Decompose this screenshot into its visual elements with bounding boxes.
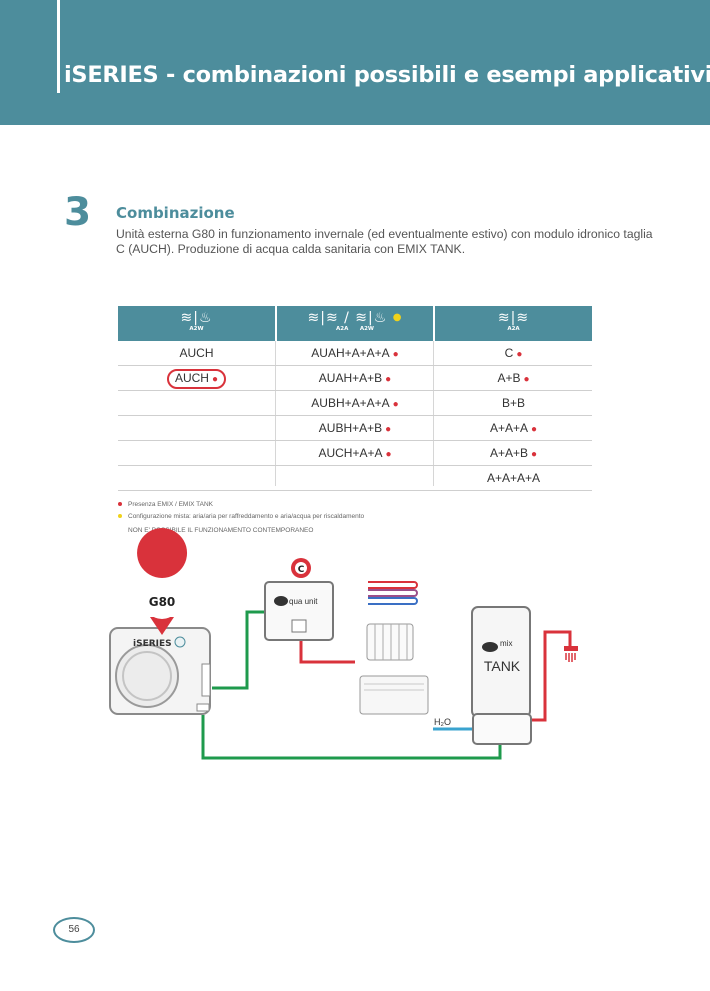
header-sub-label: A2W [189,326,204,332]
page-number: 56 [53,917,95,943]
table-cell: AUBH+A+B● [318,421,392,435]
selected-combination-highlight: AUCH● [166,369,227,389]
aqua-unit: qua unit C [264,558,334,641]
aqua-logo-icon [274,596,288,606]
red-dot-icon: ● [385,449,392,460]
red-dot-icon: ● [385,424,392,435]
table-cell: AUAH+A+B● [318,371,392,385]
emix-logo-icon [482,642,498,652]
table-row: AUCH● AUAH+A+B● A+B● [118,366,592,391]
page-title: iSERIES - combinazioni possibili e esemp… [64,62,710,88]
header-cell-mixed: ≋|≋ / ≋|♨ ● A2A A2W [277,306,433,341]
brand-logo-icon [174,636,186,648]
yellow-dot-icon: ● [392,312,403,323]
red-dot-icon: ● [385,374,392,385]
g80-pin-icon: G80 [137,528,188,635]
tank-label: TANK [484,658,521,674]
table-header: ≋|♨ A2W ≋|≋ / ≋|♨ ● A2A A2W ≋|≋ A2A [118,306,592,341]
table-cell: A+A+B● [489,446,538,460]
table-cell: C● [504,346,523,360]
emix-tank: mix TANK [471,606,532,745]
section-description: Unità esterna G80 in funzionamento inver… [116,227,653,256]
emix-label: mix [500,639,512,648]
legend: Presenza EMIX / EMIX TANK Configurazione… [118,499,364,523]
water-inlet-label: H₂O [434,717,451,727]
table-cell: AUCH [179,346,214,360]
module-badge-label: C [298,565,305,575]
section-number: 3 [64,190,92,235]
outdoor-unit: iSERIES [109,627,211,715]
table-cell: AUAH+A+A+A● [311,346,399,360]
green-pipe-top [212,610,265,690]
table-cell: A+A+A● [489,421,538,435]
red-pipe-dhw [531,630,572,722]
table-row: AUBH+A+B● A+A+A● [118,416,592,441]
table-cell: AUBH+A+A+A● [311,396,399,410]
header-sub-label: A2A [507,326,520,332]
red-dot-icon: ● [392,349,399,360]
table-row: AUCH AUAH+A+A+A● C● [118,341,592,366]
yellow-dot-icon [118,514,122,519]
table-cell: A+B● [497,371,530,385]
table-cell: AUCH● [118,366,275,390]
table-row: A+A+A+A [118,466,592,491]
table-row: AUCH+A+A● A+A+B● [118,441,592,466]
legend-item-red: Presenza EMIX / EMIX TANK [118,499,364,511]
red-dot-icon: ● [523,374,530,385]
g80-label: G80 [149,595,176,609]
red-pipe-heating [299,640,355,664]
header-sub-label: A2A A2W [336,326,374,332]
a2w-icon: ≋|♨ [180,310,213,326]
mixed-icon: ≋|≋ / ≋|♨ ● [307,310,403,326]
underfloor-heating-icon [368,581,418,605]
table-cell: AUCH+A+A● [318,446,392,460]
brand-label: iSERIES [133,639,172,649]
table-row: AUBH+A+A+A● B+B [118,391,592,416]
fan-coil-icon [359,675,429,715]
combination-table: ≋|♨ A2W ≋|≋ / ≋|♨ ● A2A A2W ≋|≋ A2A AUCH… [118,306,592,491]
red-dot-icon: ● [530,449,538,460]
table-cell: B+B [501,396,525,410]
section-title: Combinazione [116,204,235,222]
page-header: iSERIES - combinazioni possibili e esemp… [0,0,710,125]
red-dot-icon [118,502,122,507]
a2a-icon: ≋|≋ [497,310,530,326]
shower-icon [564,646,578,662]
header-cell-a2w: ≋|♨ A2W [118,306,275,341]
table-cell: A+A+A+A [486,471,541,485]
red-dot-icon: ● [516,349,523,360]
header-cell-a2a: ≋|≋ A2A [435,306,592,341]
red-dot-icon: ● [530,424,538,435]
legend-note: NON E' POSSIBILE IL FUNZIONAMENTO CONTEM… [128,527,314,534]
aqua-label: qua unit [289,597,318,606]
red-dot-icon: ● [392,399,399,410]
header-accent-bar [57,0,60,93]
red-dot-icon: ● [211,374,219,385]
legend-item-yellow: Configurazione mista: aria/aria per raff… [118,511,364,523]
radiator-icon [366,623,414,661]
green-pipe-bottom [201,715,502,760]
